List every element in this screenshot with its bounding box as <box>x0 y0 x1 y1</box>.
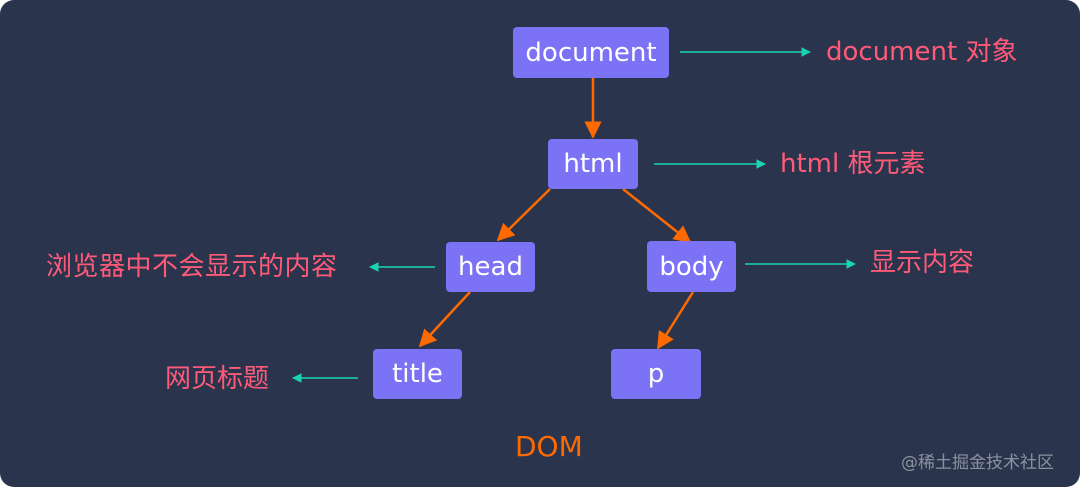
watermark: @稀土掘金技术社区 <box>901 453 1054 473</box>
label-title: 网页标题 <box>165 364 270 394</box>
edge-html-body <box>622 188 692 244</box>
edge-body-p <box>656 291 695 350</box>
node-document: document <box>513 27 669 78</box>
node-body: body <box>647 241 736 292</box>
diagram-caption: DOM <box>515 430 583 463</box>
label-body: 显示内容 <box>870 248 975 278</box>
node-p: p <box>611 349 701 399</box>
label-head: 浏览器中不会显示的内容 <box>46 252 338 282</box>
node-head: head <box>446 242 535 292</box>
edge-head-title <box>418 291 471 348</box>
edge-html-head <box>496 188 551 242</box>
label-document: document 对象 <box>826 37 1018 67</box>
node-html: html <box>548 139 638 189</box>
node-title: title <box>373 349 462 399</box>
label-html: html 根元素 <box>780 149 926 179</box>
